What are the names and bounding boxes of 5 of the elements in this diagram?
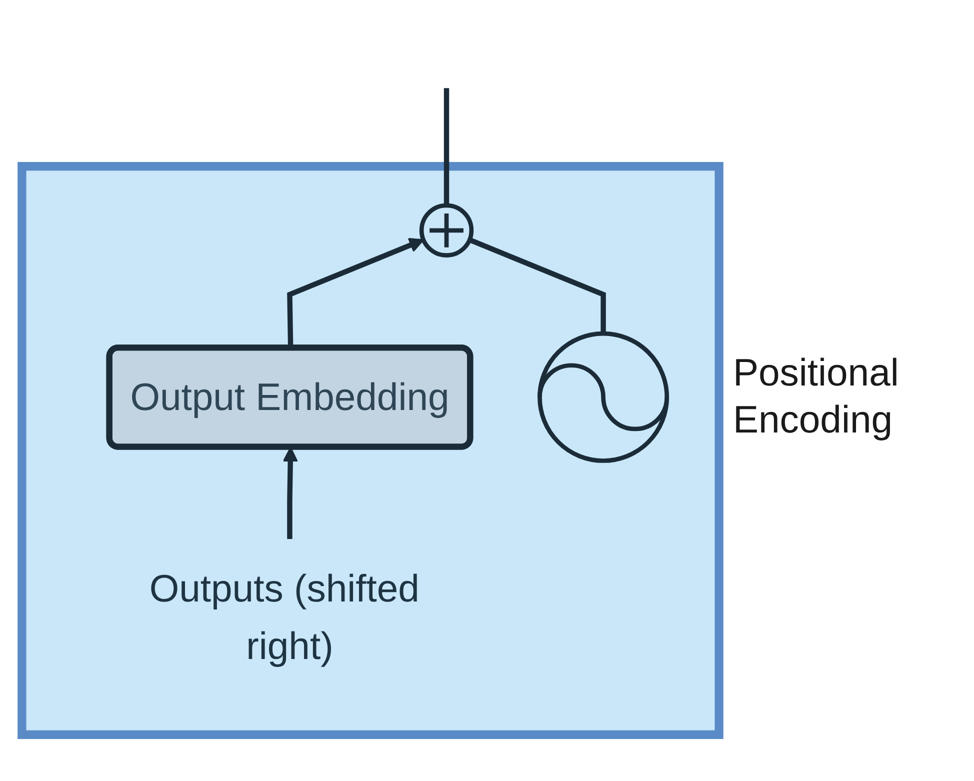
node-text: Outputs (shifted right) xyxy=(149,566,420,668)
node-caption: Positional Encoding xyxy=(732,351,900,442)
connector xyxy=(468,237,606,334)
connector xyxy=(444,88,450,206)
node-circle xyxy=(419,203,474,258)
